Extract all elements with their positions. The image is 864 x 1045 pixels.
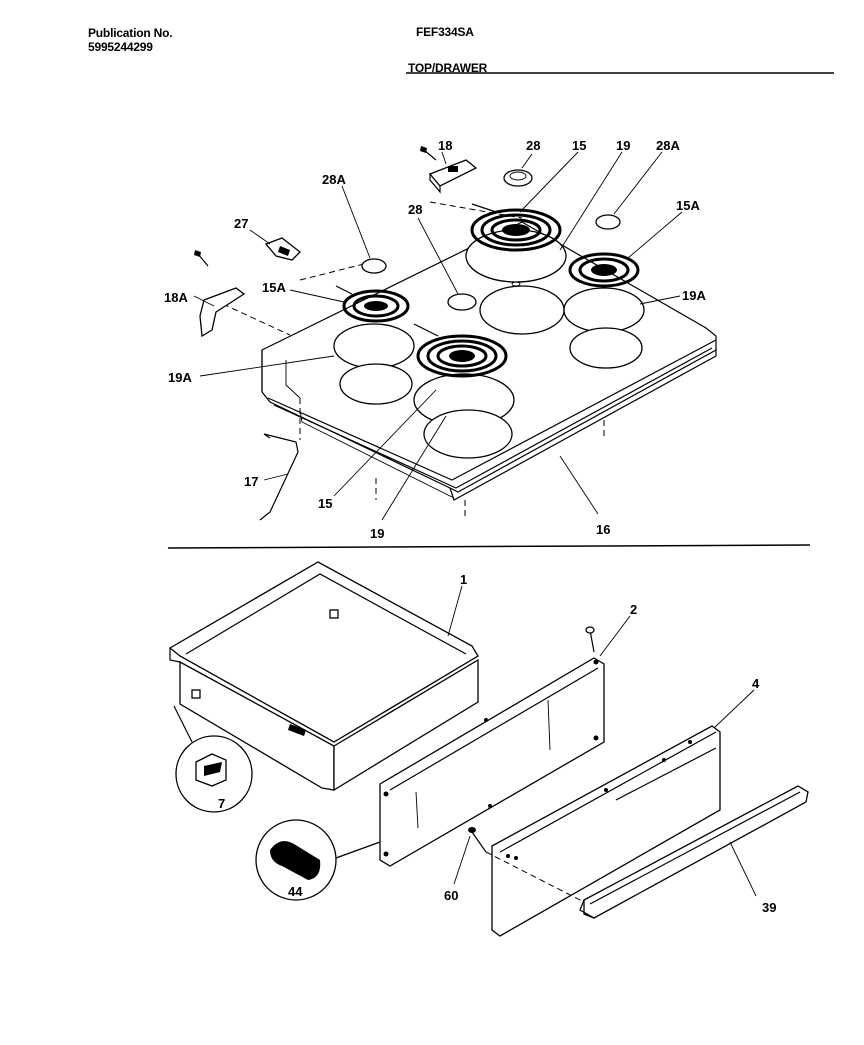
coil-element-small-left (335, 285, 410, 323)
cooktop-assembly (213, 201, 717, 520)
bracket-18A (194, 250, 246, 338)
label-27: 27 (234, 216, 248, 231)
label-19-bottom: 19 (370, 526, 384, 541)
label-17: 17 (244, 474, 258, 489)
label-19A-left: 19A (168, 370, 192, 385)
drawer-front-panel-2 (379, 626, 605, 867)
label-28A-right: 28A (656, 138, 680, 153)
detail-bubble-44 (255, 819, 381, 901)
publication-number: 5995244299 (88, 40, 153, 54)
coil-element-large-front (413, 323, 508, 378)
label-15A-left: 15A (262, 280, 286, 295)
label-44: 44 (288, 884, 303, 899)
publication-label: Publication No. (88, 26, 173, 40)
section-title: TOP/DRAWER (408, 61, 488, 75)
coil-element-large-rear (470, 203, 562, 252)
label-28-mid: 28 (408, 202, 422, 217)
label-4: 4 (752, 676, 760, 691)
drawer-handle-39 (579, 785, 809, 919)
label-1: 1 (460, 572, 467, 587)
label-19A-right: 19A (682, 288, 706, 303)
leader-lines (193, 151, 757, 897)
label-39: 39 (762, 900, 776, 915)
trim-rings (361, 169, 621, 311)
detail-bubble-7 (173, 705, 253, 813)
label-19-top: 19 (616, 138, 630, 153)
label-7: 7 (218, 796, 225, 811)
coil-element-small-right (568, 252, 640, 288)
label-15A-right: 15A (676, 198, 700, 213)
label-18: 18 (438, 138, 452, 153)
drawer-panel-4 (491, 725, 721, 937)
label-18A: 18A (164, 290, 188, 305)
label-28-top: 28 (526, 138, 540, 153)
label-16: 16 (596, 522, 610, 537)
terminal-block-27 (264, 237, 301, 261)
model-number: FEF334SA (416, 25, 474, 39)
label-28A-left: 28A (322, 172, 346, 187)
drawer-body-1 (168, 561, 479, 792)
section-divider (167, 544, 811, 549)
label-60: 60 (444, 888, 458, 903)
support-rod-17 (259, 433, 299, 521)
bracket-18 (420, 146, 478, 194)
part-labels: 18 28 15 19 28A 28A 27 28 15A 18A 15A 19… (164, 138, 776, 915)
label-15-bottom: 15 (318, 496, 332, 511)
drip-bowls (333, 229, 645, 459)
screw-60 (468, 827, 585, 903)
label-15-top: 15 (572, 138, 586, 153)
label-2: 2 (630, 602, 637, 617)
